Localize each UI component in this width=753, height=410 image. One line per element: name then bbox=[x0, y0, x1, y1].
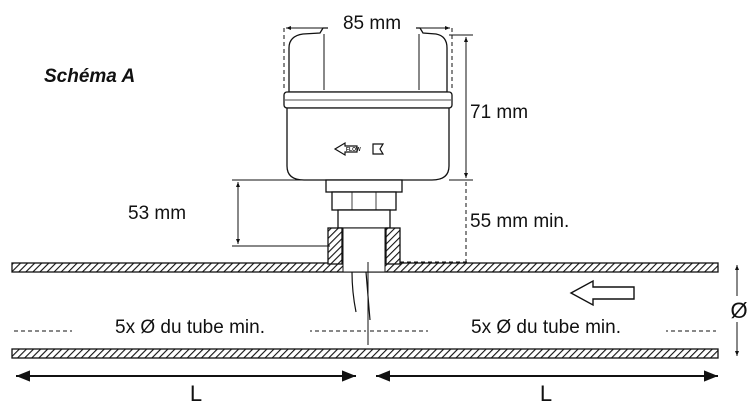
paddle-blade bbox=[351, 271, 357, 313]
stem-label: 53 mm bbox=[128, 203, 186, 224]
flow-label: FLOW bbox=[346, 147, 361, 153]
pipe bbox=[11, 227, 719, 359]
socket-left bbox=[327, 227, 343, 265]
switch-housing: FLOW bbox=[283, 27, 453, 229]
right-length-label: L bbox=[540, 381, 552, 405]
height-label: 71 mm bbox=[470, 102, 528, 123]
housing-base bbox=[325, 179, 403, 193]
diameter-label-bg bbox=[728, 296, 750, 322]
flow-marking: FLOW bbox=[333, 141, 385, 157]
thread-fitting bbox=[337, 209, 391, 229]
upstream-label: 5x Ø du tube min. bbox=[115, 317, 265, 338]
width-label: 85 mm bbox=[343, 13, 401, 34]
housing-cover bbox=[288, 27, 448, 93]
flow-arrow-icon bbox=[333, 141, 358, 157]
diagram-title: Schéma A bbox=[44, 66, 135, 87]
dimensions: 85 mm 71 mm 53 mm 55 mm min. 5x Ø du tub… bbox=[14, 12, 750, 406]
downstream-label-bg bbox=[428, 316, 666, 338]
clearance-label: 55 mm min. bbox=[470, 211, 569, 232]
socket-right bbox=[385, 227, 401, 265]
downstream-label: 5x Ø du tube min. bbox=[471, 317, 621, 338]
hex-nut bbox=[331, 191, 397, 211]
left-length-label: L bbox=[190, 381, 202, 405]
upstream-label-bg bbox=[72, 316, 310, 338]
pipe-wall-bottom bbox=[11, 348, 719, 359]
housing-body bbox=[286, 107, 450, 181]
diameter-label: Ø bbox=[730, 298, 747, 323]
paddle-icon bbox=[372, 143, 385, 155]
inner-stem bbox=[342, 227, 386, 273]
flow-direction-arrow bbox=[569, 279, 635, 307]
width-label-bg bbox=[328, 12, 416, 34]
